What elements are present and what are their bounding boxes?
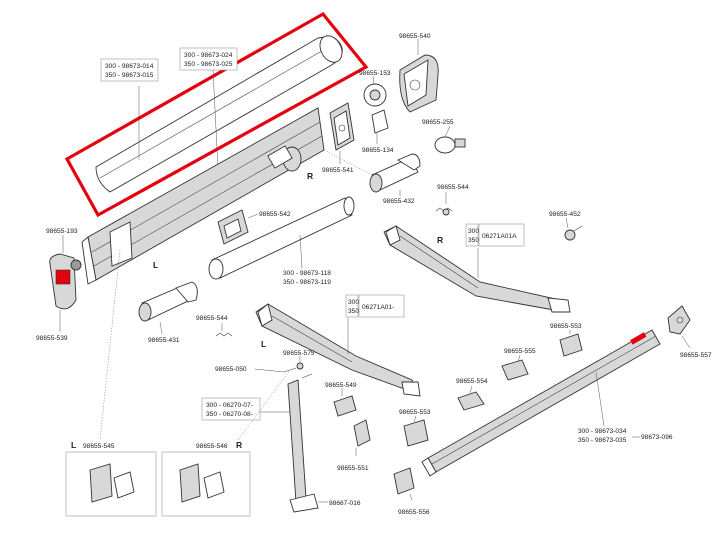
end-plate-part[interactable] xyxy=(329,102,355,151)
label-98655-554: 98655-554 xyxy=(456,378,488,385)
side-l-case: L xyxy=(153,260,158,270)
kit-right-side: R xyxy=(236,440,242,450)
end-cap-front-part[interactable] xyxy=(667,305,691,335)
label-98655-549: 98655-549 xyxy=(325,382,357,389)
kit-left-panel[interactable] xyxy=(65,451,157,517)
label-98655-555: 98655-555 xyxy=(504,348,536,355)
roller-ref-300: 300 - 98673-118 xyxy=(283,270,331,277)
arm-left-ref: 06271A01- xyxy=(362,304,394,311)
cover-part[interactable] xyxy=(95,32,346,193)
label-98655-553-low: 98655-553 xyxy=(399,409,431,416)
label-98655-544-mid: 98655-544 xyxy=(196,315,228,322)
label-98655-551: 98655-551 xyxy=(337,465,369,472)
label-98655-557: 98655-557 xyxy=(680,352,712,359)
bracket-554-part[interactable] xyxy=(457,391,485,411)
label-98655-431: 98655-431 xyxy=(148,337,180,344)
spring-top-part[interactable] xyxy=(435,207,453,216)
label-98655-540: 98655-540 xyxy=(399,33,431,40)
roller-plug-left-part[interactable] xyxy=(138,281,198,322)
crank-gear-part[interactable] xyxy=(363,83,389,134)
label-98655-553-right: 98655-553 xyxy=(550,323,582,330)
side-r-top: R xyxy=(307,171,313,181)
bracket-553-right-part[interactable] xyxy=(559,333,583,357)
arm-left-350: 350 xyxy=(348,308,359,315)
arm-right-350: 350 xyxy=(468,237,479,244)
bearing-part[interactable] xyxy=(434,136,466,154)
label-98667-016: 98667-016 xyxy=(329,500,361,507)
bracket-555-part[interactable] xyxy=(501,359,529,381)
label-98655-556: 98655-556 xyxy=(398,509,430,516)
arm-left-part[interactable] xyxy=(255,303,421,397)
front-ref-300: 300 - 98673-034 xyxy=(578,428,627,435)
cover-ref-300: 300 - 98673-014 xyxy=(105,63,154,70)
knob-part[interactable] xyxy=(564,225,583,241)
roller-ref-350: 350 - 98673-119 xyxy=(283,279,331,286)
bracket-553-low-part[interactable] xyxy=(403,419,429,447)
side-r-arm: R xyxy=(437,235,443,245)
cover-ref-350: 350 - 98673-015 xyxy=(105,72,154,79)
roller-plug-right-part[interactable] xyxy=(369,153,421,193)
highlight-frame xyxy=(64,11,369,218)
front-profile-part[interactable] xyxy=(421,329,661,477)
label-98655-050: 98655-050 xyxy=(215,366,247,373)
arm-right-ref: 06271A01A xyxy=(482,233,517,240)
arm-left-300: 300 xyxy=(348,299,359,306)
bracket-551-part[interactable] xyxy=(353,419,371,447)
label-98655-452: 98655-452 xyxy=(549,211,581,218)
spring-mid-part[interactable] xyxy=(215,332,233,337)
label-98673-096: 98673-096 xyxy=(641,434,673,441)
profile-ref-300: 300 - 98673-024 xyxy=(184,52,233,59)
front-ref-350: 350 - 98673-035 xyxy=(578,437,627,444)
label-98655-432: 98655-432 xyxy=(383,198,415,205)
label-98655-134: 98655-134 xyxy=(362,147,394,154)
side-l-arm: L xyxy=(261,339,266,349)
end-cap-left-part[interactable] xyxy=(49,253,82,310)
kit-left-ref: 98655-545 xyxy=(83,443,115,450)
leg-part[interactable] xyxy=(287,379,319,513)
label-98655-153: 98655-153 xyxy=(359,70,391,77)
bolt-575-part[interactable] xyxy=(283,362,313,379)
leg-ref-300: 300 - 06270-07- xyxy=(206,402,253,409)
label-98655-575: 98655-575 xyxy=(283,350,315,357)
leg-ref-350: 350 - 06270-08- xyxy=(206,411,253,418)
label-98655-542: 98655-542 xyxy=(259,211,291,218)
arm-right-300: 300 xyxy=(468,228,479,235)
kit-right-ref: 98655-546 xyxy=(196,443,228,450)
arm-right-part[interactable] xyxy=(383,225,571,313)
end-cap-right-part[interactable] xyxy=(399,54,439,113)
label-98655-193: 98655-193 xyxy=(46,228,78,235)
label-98655-539: 98655-539 xyxy=(36,335,68,342)
profile-ref-350: 350 - 98673-025 xyxy=(184,61,233,68)
kit-left-side: L xyxy=(71,440,76,450)
kit-right-panel[interactable] xyxy=(161,451,251,517)
clip-part[interactable] xyxy=(217,209,249,245)
label-98655-541: 98655-541 xyxy=(322,167,354,174)
bracket-556-part[interactable] xyxy=(393,467,415,495)
label-98655-255: 98655-255 xyxy=(422,119,454,126)
roller-tube-part[interactable] xyxy=(208,196,355,280)
label-98655-544-top: 98655-544 xyxy=(437,184,469,191)
bracket-549-part[interactable] xyxy=(333,395,357,417)
